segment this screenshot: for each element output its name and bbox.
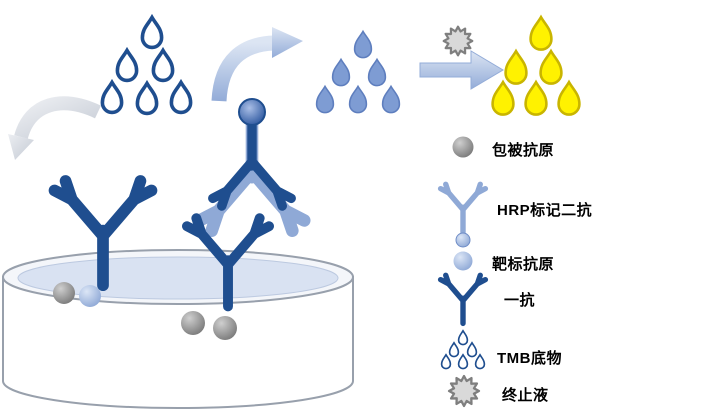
legend-label-hrp-secondary-antibody: HRP标记二抗: [497, 202, 593, 219]
wash-curved-arrow: [8, 96, 101, 160]
left-primary-antibody-complex: [53, 181, 151, 307]
well-coating-antigen-ball-1: [181, 311, 205, 335]
arrowhead: [8, 134, 34, 160]
legend-label-tmb-substrate: TMB底物: [497, 350, 562, 367]
sandwich-complex: [181, 98, 304, 340]
coating-antigen-ball-icon: [452, 136, 474, 158]
yellow-product-droplets: [491, 15, 581, 116]
tmb-substrate-droplets-icon: [440, 330, 486, 370]
legend-label-stop-solution: 终止液: [502, 387, 549, 404]
legend-label-target-antigen: 靶标抗原: [492, 256, 555, 273]
primary-antibody-icon: [441, 275, 486, 323]
add-substrate-curved-arrow: [211, 27, 303, 102]
microplate-well: [1, 249, 354, 409]
well-coating-antigen-ball-2: [213, 316, 237, 340]
coating-antigen-ball: [53, 282, 75, 304]
target-antigen-ball-icon: [453, 251, 473, 271]
target-antigen-ball: [79, 285, 101, 307]
tmb-substrate-droplets: [100, 15, 193, 116]
stop-solution-starburst-icon: [447, 374, 481, 408]
blue-reacted-substrate-droplets: [315, 30, 401, 114]
legend-label-coating-antigen: 包被抗原: [492, 142, 555, 159]
hrp-ball: [238, 98, 266, 126]
develop-color-block-arrow: [419, 50, 504, 90]
legend-icons: [440, 136, 486, 408]
secondary-antibody-dark: [213, 122, 291, 206]
hrp-secondary-antibody-icon: [441, 184, 486, 248]
arrowhead: [272, 27, 303, 58]
legend-label-primary-antibody: 一抗: [504, 292, 536, 309]
stop-solution-starburst: [442, 25, 474, 57]
